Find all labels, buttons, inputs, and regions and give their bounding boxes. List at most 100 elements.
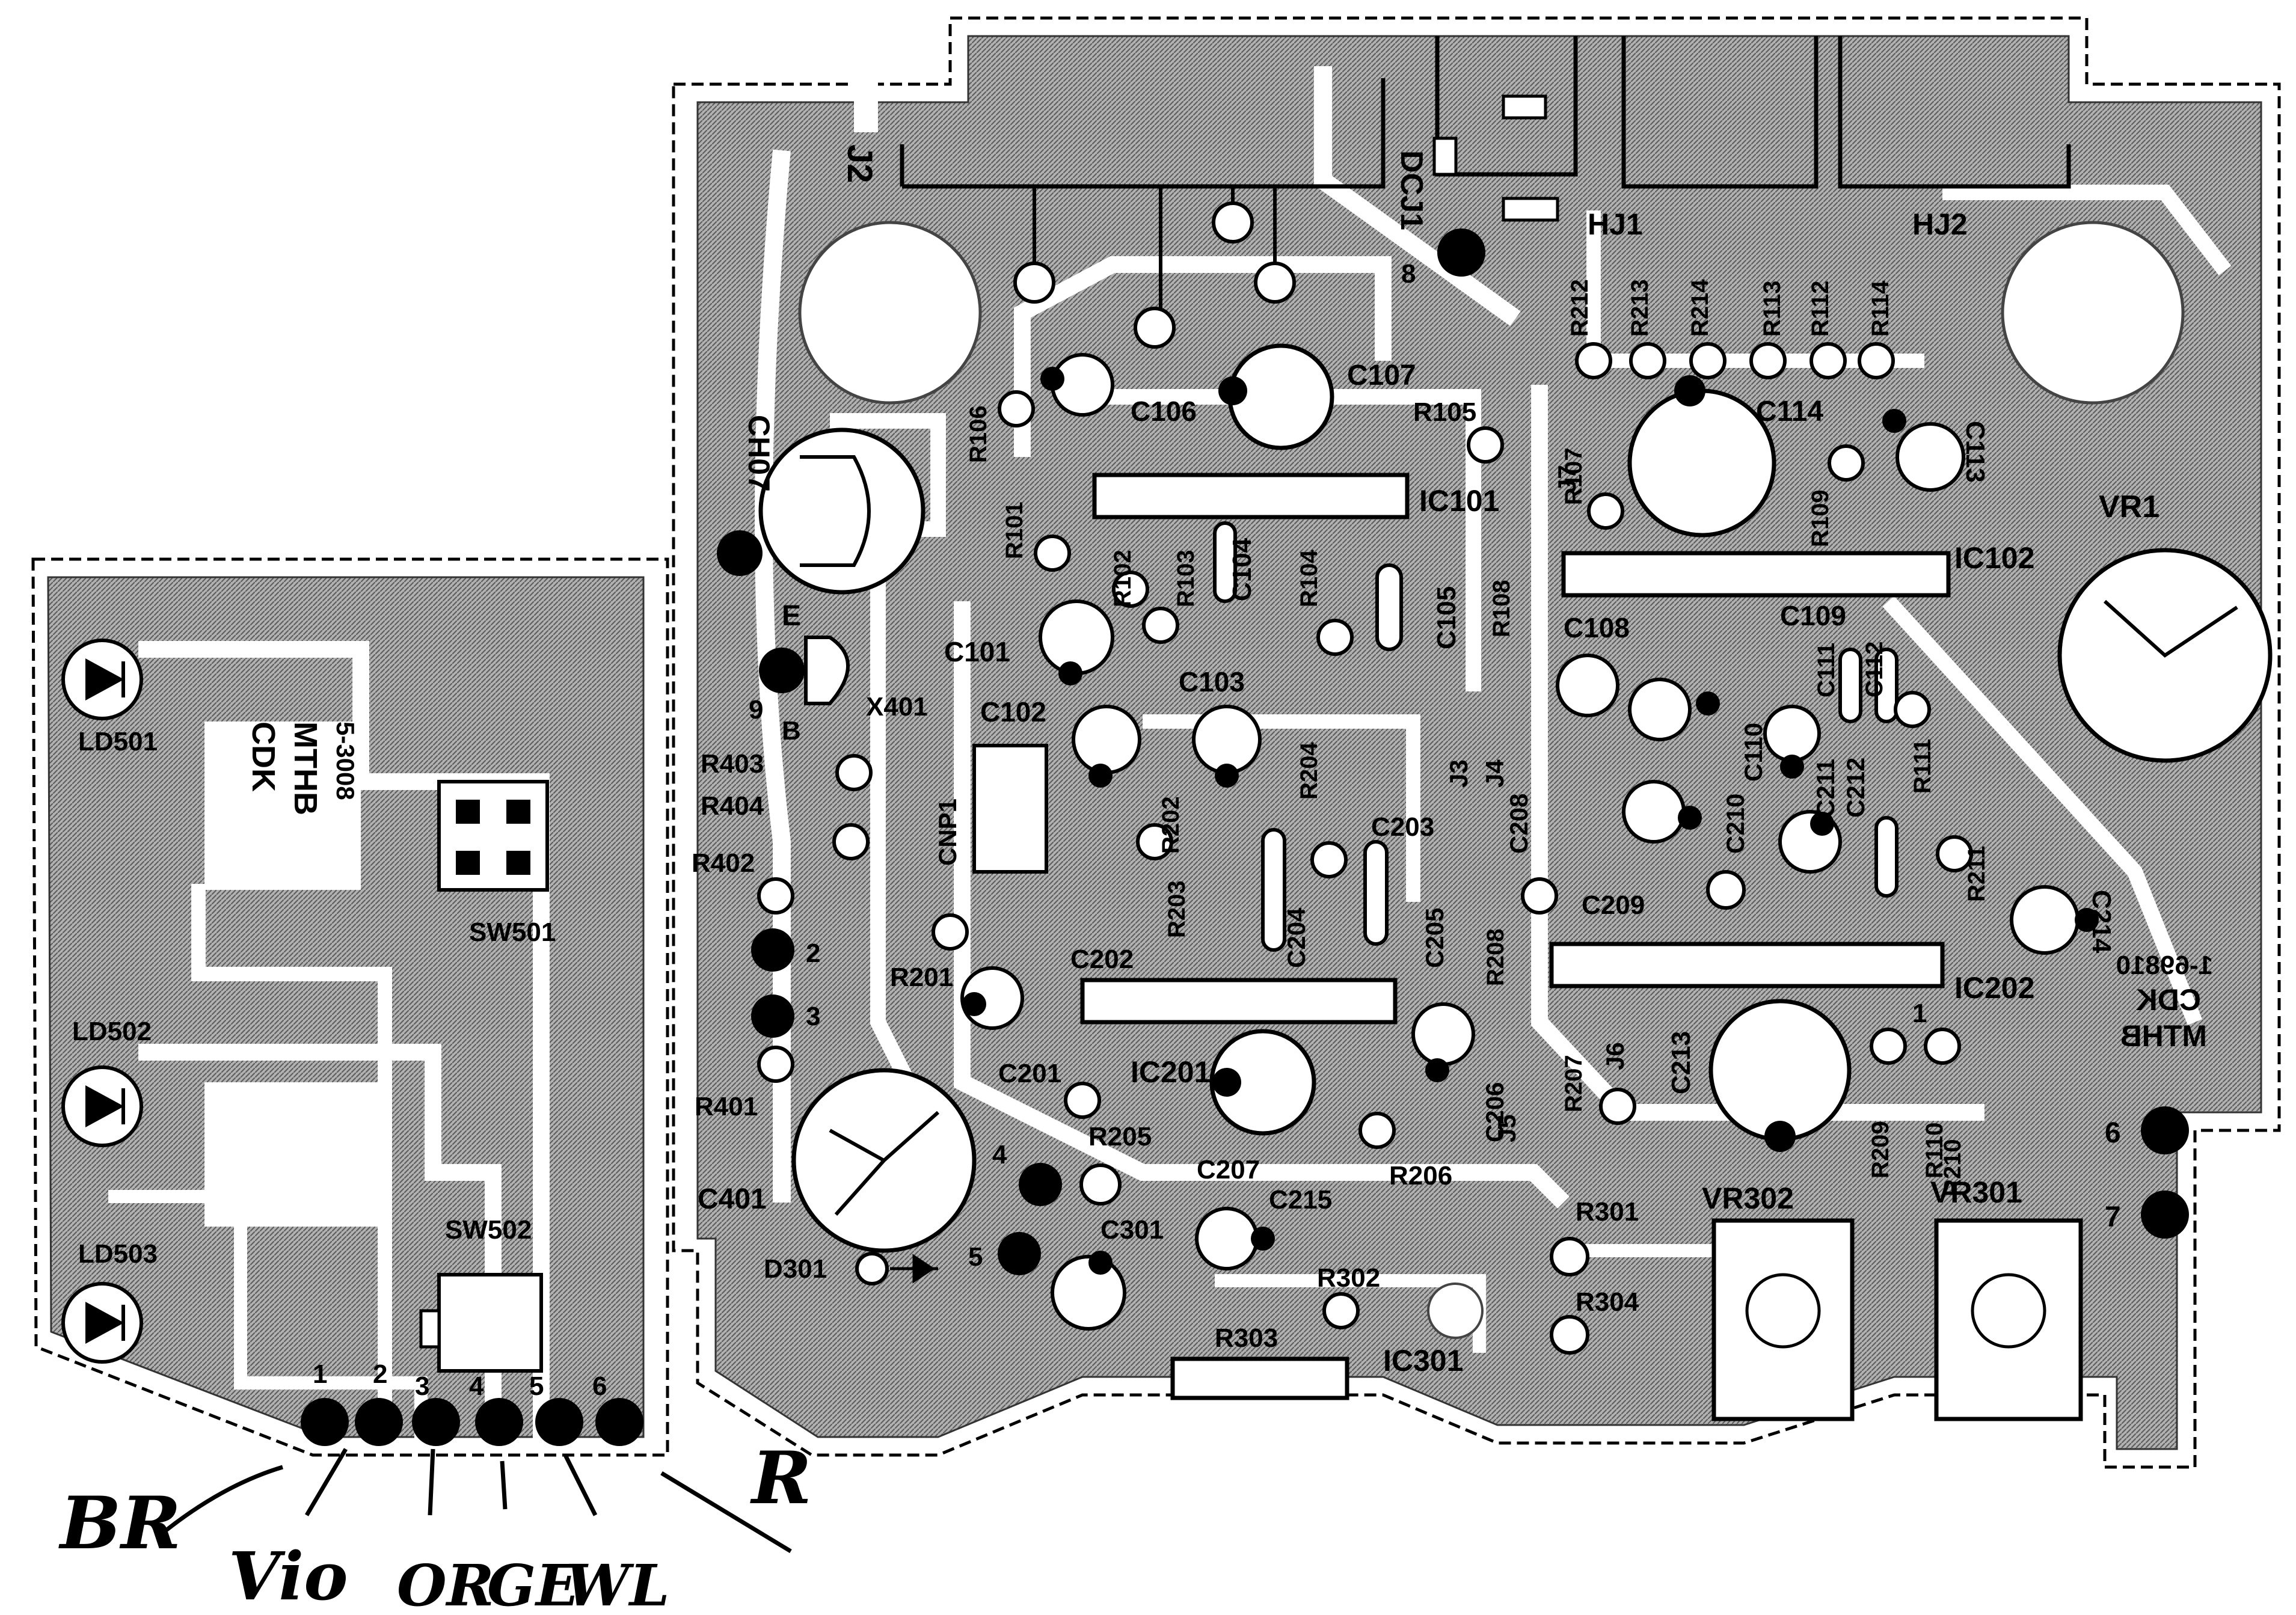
r101-label: R101 xyxy=(1001,501,1028,559)
r211-label: R211 xyxy=(1963,846,1990,902)
r206-label: R206 xyxy=(1389,1161,1452,1191)
vr302-label: VR302 xyxy=(1702,1181,1794,1215)
cap-c201: C201 xyxy=(998,1059,1101,1119)
resistor-r212: R212 xyxy=(1567,279,1612,379)
c102-label: C102 xyxy=(980,696,1046,728)
resistor-r107: R107 xyxy=(1561,447,1624,530)
r110-label: R110 xyxy=(1921,1123,1948,1178)
c104-label: C104 xyxy=(1227,538,1257,601)
led-board-trace xyxy=(138,1044,502,1443)
r304-label: R304 xyxy=(1576,1287,1639,1317)
resistor-r207: R207 xyxy=(1561,1055,1636,1125)
ld503-label: LD503 xyxy=(78,1239,158,1269)
pin-number: 4 xyxy=(469,1371,484,1401)
c214-label: C213 xyxy=(1666,1031,1696,1094)
r202-label: R202 xyxy=(1158,796,1184,854)
pin-number: 5 xyxy=(529,1371,544,1401)
r303-label: R303 xyxy=(1215,1323,1278,1353)
resistor-r209: R209 xyxy=(1867,1028,1907,1178)
jack-hj2: HJ2 xyxy=(1838,36,2071,241)
vr301-label: VR301 xyxy=(1930,1175,2022,1209)
pad-b-label: B xyxy=(782,716,801,746)
c107-label: C107 xyxy=(1347,360,1416,391)
pad xyxy=(998,1232,1041,1275)
r112-label: R112 xyxy=(1807,281,1834,337)
r302-label: R302 xyxy=(1317,1263,1380,1293)
pot-vr1: VR1 xyxy=(2057,489,2273,763)
hj2-label: HJ2 xyxy=(1912,207,1968,241)
wire-annotations: BR Vio OR GE WL R xyxy=(58,1436,812,1615)
resistor-r402: R402 xyxy=(692,848,794,915)
diode-d301: D301 xyxy=(764,1252,938,1286)
cap-c103: C103 xyxy=(1179,666,1262,788)
cap-c105: C105 xyxy=(1375,563,1461,651)
resistor-r114: R114 xyxy=(1858,280,1895,379)
c401-label: C401 xyxy=(698,1183,767,1215)
resistor-r109: R109 xyxy=(1807,444,1865,547)
cap-c204: C204 xyxy=(1261,828,1310,968)
connector-cnp1: CNP1 xyxy=(933,744,1048,874)
cap-c107: C107 xyxy=(1218,343,1416,450)
c110-label: C110 xyxy=(1739,723,1767,782)
cap-c202: C202 xyxy=(960,945,1134,1030)
cap-c113: C113 xyxy=(1882,409,1990,492)
resistor-r110: R110 xyxy=(1921,1028,1961,1178)
pin-pad xyxy=(412,1398,460,1446)
pad xyxy=(751,928,794,972)
led-ld503: LD503 xyxy=(61,1239,158,1364)
resistor-r112: R112 xyxy=(1807,281,1847,379)
c112-label: C112 xyxy=(1861,642,1888,697)
pad xyxy=(2141,1191,2189,1239)
wire-label-wl: WL xyxy=(565,1552,670,1612)
r205-label: R205 xyxy=(1088,1122,1152,1151)
r212-label: R212 xyxy=(1567,279,1593,337)
cap-c112: C112 xyxy=(1861,642,1898,723)
resistor-r105: R105 xyxy=(1413,397,1504,464)
x401-label: X401 xyxy=(866,692,928,722)
j4-label: J4 xyxy=(1481,759,1509,788)
resistor-r303: R303 xyxy=(1215,1323,1278,1353)
r109-label: R109 xyxy=(1807,489,1834,547)
mounting-hole xyxy=(1427,1282,1484,1339)
r104-label: R104 xyxy=(1296,550,1322,607)
ic-ic102: IC102 xyxy=(1561,541,2034,598)
pad-6-label: 6 xyxy=(2105,1117,2121,1149)
cap-c111: C111 xyxy=(1813,643,1862,723)
d301-label: D301 xyxy=(764,1254,827,1284)
labeled-pads: E B 9 2 3 4 5 6 7 8 1 xyxy=(749,259,2189,1275)
cap-c302: C301 xyxy=(1051,1215,1164,1331)
main-board: J2 DCJ1 HJ1 HJ2 IC101 IC102 xyxy=(672,16,2281,1469)
pin-pad xyxy=(475,1398,523,1446)
cap-c208: C208 xyxy=(1505,794,1533,854)
c205-label: C205 xyxy=(1420,908,1449,968)
r402-label: R402 xyxy=(692,848,755,878)
resistor-r102: R102 xyxy=(1110,550,1149,608)
pot-vr302: VR302 xyxy=(1702,1181,1855,1421)
pad-2-label: 2 xyxy=(806,939,820,968)
c105-label: C105 xyxy=(1432,586,1461,649)
c203-label: C203 xyxy=(1371,812,1434,842)
pot-vr301: VR301 xyxy=(1930,1175,2083,1421)
pin-number: 6 xyxy=(592,1371,607,1401)
r114-label: R114 xyxy=(1867,280,1894,337)
c215-label: C214 xyxy=(2087,890,2116,954)
c206-label: C206 xyxy=(1481,1082,1509,1142)
pad xyxy=(751,994,794,1038)
cap-c401: C401 xyxy=(698,1068,977,1253)
resistor-r208: R208 xyxy=(1482,877,1558,986)
ic102-label: IC102 xyxy=(1954,541,2034,575)
cap-c109: C109 xyxy=(1628,600,1846,741)
pad-1-label: 1 xyxy=(1912,999,1927,1028)
ic-ic201: IC201 xyxy=(1080,978,1398,1089)
resistor-r201: R201 xyxy=(890,913,969,992)
led-board-clear-area xyxy=(204,1082,385,1227)
r204-label: R204 xyxy=(1296,742,1322,800)
wire-label-or: OR xyxy=(397,1552,494,1612)
r105-label: R105 xyxy=(1413,397,1476,427)
c113-label: C113 xyxy=(1960,421,1990,483)
jumper-labels: J3 J4 J5 J6 J7 xyxy=(1444,465,1629,1142)
crystal-x401: X401 xyxy=(759,636,928,722)
pin-pad xyxy=(301,1398,349,1446)
